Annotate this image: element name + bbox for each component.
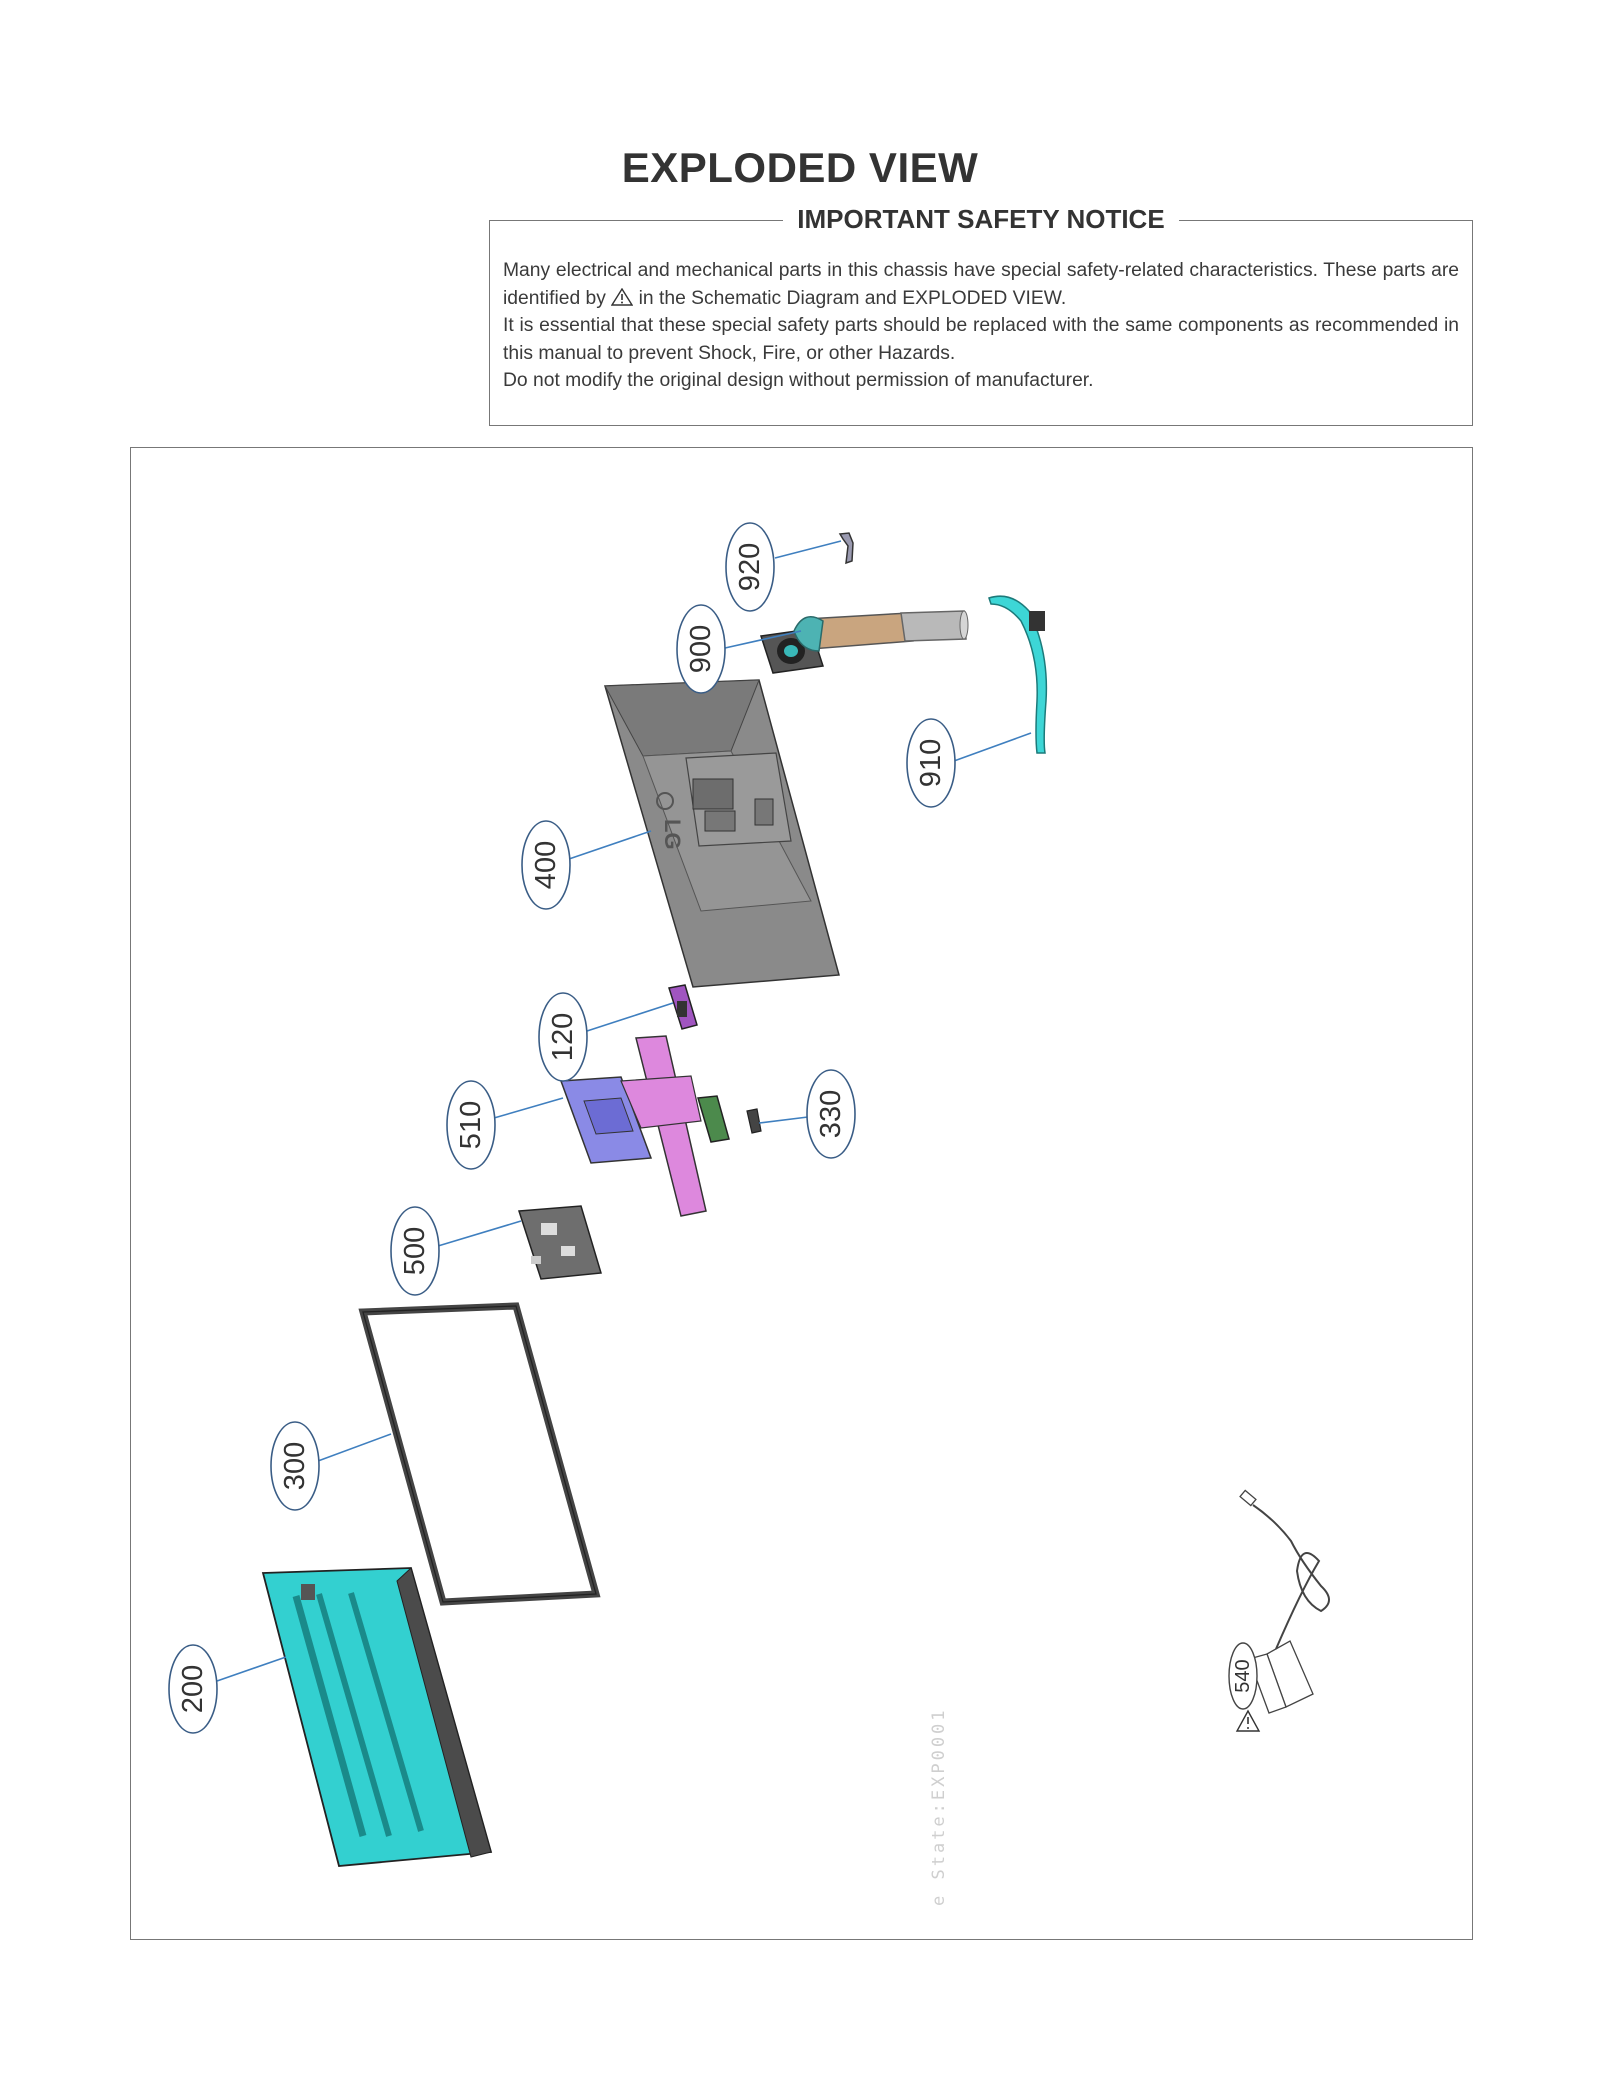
label-910: 910 — [915, 739, 947, 787]
part-120-small-board — [668, 984, 698, 1030]
part-200-panel — [261, 1567, 493, 1867]
notice-paragraph-1: Many electrical and mechanical parts in … — [503, 257, 1459, 312]
label-920: 920 — [734, 543, 766, 591]
callout-200: 200 — [168, 1644, 218, 1734]
part-540-power-adapter — [1239, 1489, 1330, 1714]
leader-lines — [216, 540, 1032, 1682]
callout-910: 910 — [906, 718, 956, 808]
safety-notice-body: Many electrical and mechanical parts in … — [503, 257, 1459, 395]
callout-400: 400 — [521, 820, 571, 910]
callout-900: 900 — [676, 604, 726, 694]
bracket-part — [620, 1035, 707, 1217]
callout-300: 300 — [270, 1421, 320, 1511]
callout-500: 500 — [390, 1206, 440, 1296]
label-500: 500 — [399, 1227, 431, 1275]
notice-line-1a: Many electrical and mechanical parts in … — [503, 260, 1459, 309]
page-title: EXPLODED VIEW — [621, 144, 979, 191]
callout-510: 510 — [446, 1080, 496, 1170]
label-510: 510 — [455, 1101, 487, 1149]
part-330-small-board — [697, 1095, 762, 1143]
exploded-view-drawing: LG — [168, 522, 1330, 1906]
callout-120: 120 — [538, 992, 588, 1082]
state-watermark: e State:EXP0001 — [929, 1707, 949, 1906]
part-300-frame — [358, 1302, 601, 1606]
notice-line-1b: in the Schematic Diagram and EXPLODED VI… — [638, 287, 1067, 309]
label-540: 540 — [1232, 1659, 1254, 1692]
callout-540: 540 — [1228, 1642, 1258, 1710]
safety-notice-box: IMPORTANT SAFETY NOTICE Many electrical … — [489, 204, 1473, 426]
part-920-clip — [838, 532, 854, 565]
warning-triangle-icon — [1235, 1709, 1261, 1732]
part-500-main-board — [517, 1205, 602, 1280]
label-330: 330 — [815, 1090, 847, 1138]
lg-logo: LG — [660, 819, 685, 850]
callout-330: 330 — [806, 1069, 856, 1159]
label-200: 200 — [177, 1665, 209, 1713]
part-900-stand-body — [760, 610, 969, 674]
label-120: 120 — [547, 1013, 579, 1061]
label-900: 900 — [685, 625, 717, 673]
safety-notice-title: IMPORTANT SAFETY NOTICE — [783, 204, 1179, 234]
label-300: 300 — [279, 1442, 311, 1490]
notice-paragraph-2: It is essential that these special safet… — [503, 315, 1459, 364]
part-910-stand-arm — [988, 595, 1048, 754]
exploded-view-diagram: LG — [130, 447, 1473, 1940]
label-400: 400 — [530, 841, 562, 889]
warning-triangle-icon — [611, 287, 634, 306]
part-400-back-cover: LG — [604, 679, 840, 988]
callout-920: 920 — [725, 522, 775, 612]
notice-paragraph-3: Do not modify the original design withou… — [503, 370, 1094, 391]
